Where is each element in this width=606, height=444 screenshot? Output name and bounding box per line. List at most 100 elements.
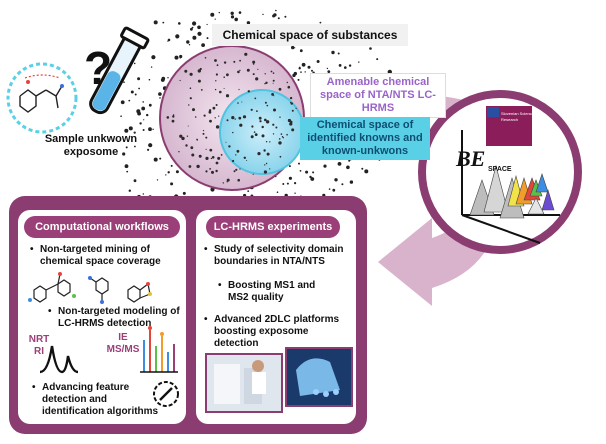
scatter-dot	[134, 93, 137, 96]
scatter-dot	[148, 103, 152, 107]
scatter-dot	[148, 78, 151, 81]
scatter-dot	[128, 126, 133, 131]
inner-dot	[205, 170, 208, 173]
inner-dot	[192, 108, 195, 112]
scatter-dot	[286, 182, 289, 185]
scatter-dot	[326, 67, 329, 70]
scatter-dot	[234, 17, 238, 22]
lc-hrms-experiments-title: LC-HRMS experiments	[206, 216, 340, 238]
inner-dot	[271, 93, 274, 96]
inner-dot	[189, 72, 193, 76]
scatter-dot	[316, 60, 320, 63]
right-bullet-3: Advanced 2DLC platforms boosting exposom…	[204, 314, 348, 350]
scatter-dot	[369, 47, 372, 50]
scatter-dot	[175, 170, 179, 174]
msms-label: MS/MS	[106, 344, 140, 355]
scatter-dot	[159, 97, 161, 99]
scatter-dot	[128, 189, 131, 192]
inner-dot	[214, 59, 217, 62]
inner-dot	[261, 125, 264, 129]
inner-dot	[243, 156, 246, 159]
inner-dot	[289, 96, 293, 100]
scatter-dot	[152, 128, 154, 130]
inner-dot	[278, 138, 281, 140]
scatter-dot	[331, 50, 335, 55]
nrt-label: NRT	[28, 334, 50, 345]
inner-dot	[280, 133, 283, 135]
inner-dot	[200, 89, 203, 91]
inner-dot	[269, 141, 271, 143]
inner-dot	[273, 108, 276, 112]
scatter-dot	[307, 65, 311, 69]
inner-dot	[244, 52, 248, 56]
scatter-dot	[301, 62, 306, 67]
inner-dot	[223, 88, 225, 89]
inner-dot	[265, 141, 268, 143]
inner-dot	[254, 97, 257, 100]
scatter-dot	[126, 170, 129, 173]
inner-dot	[265, 120, 270, 124]
inner-dot	[235, 168, 238, 171]
inner-dot	[287, 118, 291, 123]
scatter-dot	[206, 37, 209, 40]
scatter-dot	[341, 183, 344, 186]
inner-dot	[208, 110, 212, 114]
scatter-dot	[197, 31, 202, 36]
inner-dot	[205, 156, 209, 160]
scatter-dot	[153, 157, 158, 162]
scatter-dot	[346, 165, 350, 170]
scatter-dot	[134, 145, 136, 148]
inner-dot	[238, 88, 240, 91]
inner-dot	[266, 152, 270, 156]
scatter-dot	[158, 92, 162, 96]
scatter-dot	[136, 109, 141, 114]
inner-dot	[215, 104, 218, 106]
scatter-dot	[128, 99, 131, 102]
inner-dot	[286, 81, 288, 84]
inner-dot	[239, 168, 241, 170]
inner-dot	[210, 157, 213, 160]
inner-dot	[198, 154, 202, 158]
scatter-dot	[156, 179, 159, 181]
inner-dot	[222, 182, 224, 184]
scatter-dot	[124, 128, 129, 133]
inner-dot	[250, 108, 253, 111]
scatter-dot	[300, 71, 302, 73]
scatter-dot	[150, 66, 153, 68]
inner-dot	[205, 136, 208, 139]
scatter-dot	[143, 119, 145, 121]
inner-dot	[241, 101, 243, 103]
inner-dot	[189, 97, 192, 100]
inner-dot	[237, 178, 240, 182]
inner-dot	[264, 118, 267, 122]
scatter-dot	[323, 164, 327, 168]
inner-dot	[209, 168, 212, 170]
scatter-dot	[191, 26, 194, 29]
scatter-dot	[178, 22, 181, 25]
inner-dot	[196, 164, 200, 169]
scatter-dot	[153, 20, 158, 25]
inner-dot	[235, 154, 237, 156]
scatter-dot	[297, 78, 300, 81]
inner-dot	[264, 73, 266, 75]
inner-dot	[289, 122, 293, 126]
inner-dot	[215, 169, 218, 173]
scatter-dot	[120, 100, 125, 105]
scatter-dot	[334, 178, 338, 182]
inner-dot	[209, 119, 212, 123]
inner-dot	[172, 115, 175, 118]
scatter-dot	[122, 152, 126, 156]
scatter-dot	[133, 62, 136, 65]
inner-dot	[257, 152, 261, 156]
scatter-dot	[133, 131, 136, 134]
inner-dot	[226, 119, 229, 122]
left-bullet-1: Non-targeted mining of chemical space co…	[30, 244, 180, 268]
inner-dot	[239, 69, 241, 72]
scatter-dot	[338, 64, 342, 67]
scatter-dot	[192, 35, 197, 40]
right-bullet-2: Boosting MS1 and MS2 quality	[218, 280, 332, 304]
inner-dot	[253, 131, 256, 133]
scatter-dot	[298, 67, 301, 70]
